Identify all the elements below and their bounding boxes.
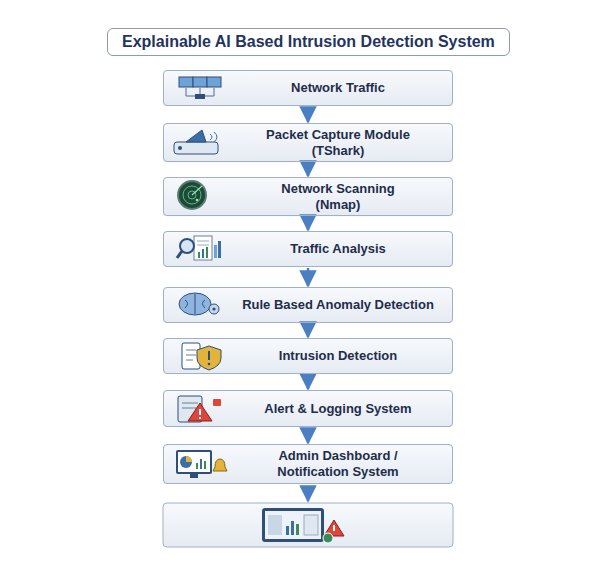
- box-fill: [163, 70, 453, 106]
- process-box: Traffic Analysis: [163, 231, 453, 267]
- box-fill: [163, 338, 453, 374]
- flow-arrow: [307, 217, 310, 230]
- capture-device-icon: [174, 130, 218, 154]
- box-fill: [163, 231, 453, 267]
- box-label: Network Traffic: [291, 80, 385, 96]
- box-label: Admin Dashboard / Notification System: [263, 448, 413, 479]
- box-fill: [163, 177, 453, 216]
- box-fill: [163, 287, 453, 323]
- process-box: Network Scanning (Nmap): [163, 177, 453, 216]
- shield-icon: [182, 343, 221, 370]
- box-fill: [163, 390, 453, 427]
- analysis-icon: [177, 236, 221, 260]
- radar-icon: [178, 181, 206, 209]
- process-box: Admin Dashboard / Notification System: [163, 444, 453, 484]
- output-arrow: [307, 487, 310, 501]
- network-icon: [179, 77, 221, 99]
- box-fill: [163, 123, 453, 162]
- flow-arrow: [307, 268, 310, 286]
- process-box: Network Traffic: [163, 70, 453, 106]
- box-label: Packet Capture Module (TShark): [258, 127, 418, 158]
- diagram-title: Explainable AI Based Intrusion Detection…: [107, 28, 510, 56]
- output-illustration: [262, 508, 344, 543]
- box-fill: [163, 444, 453, 484]
- process-box: Packet Capture Module (TShark): [163, 123, 453, 162]
- box-label: Alert & Logging System: [264, 401, 411, 417]
- process-box: Alert & Logging System: [163, 390, 453, 427]
- flow-arrow: [307, 324, 310, 337]
- box-label: Intrusion Detection: [279, 348, 397, 364]
- output-box: [163, 503, 453, 547]
- flow-arrow: [307, 163, 310, 176]
- flow-arrow: [307, 428, 310, 443]
- dashboard-icon: [176, 450, 227, 478]
- box-label: Rule Based Anomaly Detection: [242, 297, 434, 313]
- flow-arrow: [307, 107, 310, 122]
- process-box: Intrusion Detection: [163, 338, 453, 374]
- box-label: Traffic Analysis: [290, 241, 386, 257]
- alert-icon: [178, 396, 221, 422]
- flow-arrow: [307, 375, 310, 389]
- process-box: Rule Based Anomaly Detection: [163, 287, 453, 323]
- box-label: Network Scanning (Nmap): [263, 181, 413, 212]
- brain-icon: [179, 293, 219, 315]
